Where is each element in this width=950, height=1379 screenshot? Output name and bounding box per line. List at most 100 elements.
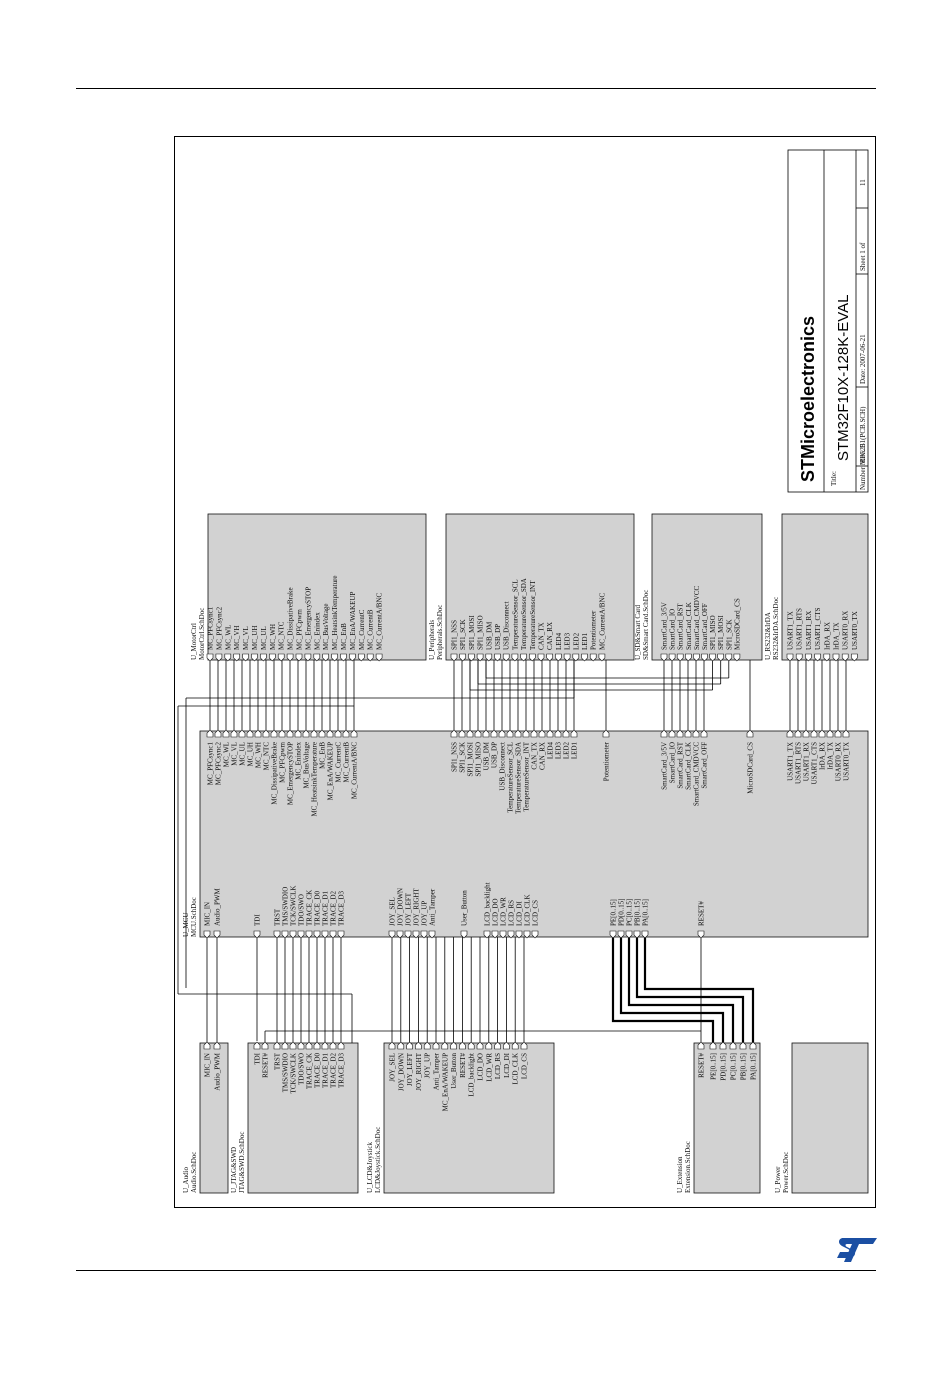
bottom-rule <box>76 1270 876 1271</box>
pin-label: USART1_RTS <box>795 742 803 784</box>
pin-label: TMS/SWDIO <box>282 887 290 926</box>
block-file: LCD&Joystick.SchDoc <box>374 1127 382 1193</box>
pin-label: TRACE_D0 <box>314 891 322 927</box>
sheet-entry <box>474 729 482 738</box>
pin-label: USART1_CTS <box>811 742 819 784</box>
sheet-entry <box>337 930 345 939</box>
sheet-entry <box>818 729 826 738</box>
pin-label: JOY_DOWN <box>397 1053 405 1091</box>
sheet-entry <box>554 729 562 738</box>
block-file: Peripherals.SchDoc <box>436 605 444 660</box>
block-file: JTAG&SWD.SchDoc <box>238 1132 246 1193</box>
sheet-entry <box>507 930 515 939</box>
sheet-entry <box>531 930 539 939</box>
pin-label: TemperatureSensor_SDA <box>515 742 523 814</box>
pin-label: USART1_CTS <box>814 608 822 650</box>
pin-label: SPI1_NSS <box>451 620 459 650</box>
pin-label: TRACE_D1 <box>322 1053 330 1089</box>
pin-label: TDO/SWO <box>298 1053 306 1085</box>
pin-label: LCD_RS <box>508 900 516 926</box>
pin-label: MC_NTC <box>278 621 286 650</box>
sheet-entry <box>660 729 668 738</box>
sheet-entry <box>538 729 546 738</box>
pin-label: MC_EnA/WAKEUP <box>441 1053 449 1111</box>
sheet-entry <box>295 653 303 662</box>
pin-label: SPI1_MISO <box>709 615 717 650</box>
sheet-entry <box>660 653 668 662</box>
sheet-entry <box>450 729 458 738</box>
pin-label: User_Button <box>450 1053 458 1089</box>
pin-label: TRACE_D0 <box>314 1053 322 1089</box>
pin-label: MC_CurrentB <box>367 609 375 650</box>
sheet-entry <box>511 653 519 662</box>
pin-label: Potentiometer <box>590 610 598 650</box>
sheet-entry <box>494 653 501 662</box>
sheet-entry <box>254 729 262 738</box>
sheet-entry <box>520 653 527 662</box>
pin-label: CAN_TX <box>531 742 539 770</box>
pin-label: MIC_IN <box>204 902 212 926</box>
sheet-entry <box>851 653 858 662</box>
pin-label: Anti_Tamper <box>433 1052 441 1090</box>
sheet-entry <box>503 1041 510 1050</box>
pin-label: TemperatureSensor_INT <box>523 741 531 811</box>
sheet-entry <box>302 729 310 738</box>
pin-label: JOY_SEL <box>389 897 397 926</box>
sheet-entry <box>515 930 523 939</box>
sheet-entry <box>450 1041 457 1050</box>
pin-label: TDI <box>254 914 262 926</box>
sheet-entry <box>278 729 286 738</box>
block-extension <box>693 1042 761 1194</box>
pin-label: USB_DP <box>494 624 502 650</box>
pin-label: LCD_CLK <box>512 1053 520 1085</box>
pin-label: MC_EnB <box>319 742 327 769</box>
sheet-entry <box>562 729 570 738</box>
pin-label: LCD_backlight <box>484 882 492 926</box>
pin-label: LCD_DI <box>516 900 524 926</box>
pin-label: IrDA_TX <box>827 742 835 770</box>
pin-label: USART1_TX <box>787 611 795 650</box>
sheet-entry <box>581 653 588 662</box>
sheet-entry <box>203 930 211 939</box>
sheet-entry <box>305 930 313 939</box>
sheet-entry <box>555 653 562 662</box>
pin-label: IrDA_RX <box>819 742 827 770</box>
sheet-entry <box>499 930 507 939</box>
pin-label: MC_HeatsinkTemperature <box>331 575 339 650</box>
pin-label: User_Button <box>461 890 469 926</box>
pin-label: SmartCard_3/5V <box>661 742 669 790</box>
sheet-entry <box>482 729 490 738</box>
block-file: RS232&IrDA.SchDoc <box>772 597 780 660</box>
company-name: STMicroelectronics <box>798 316 818 482</box>
pin-label: SPI1_MISO <box>475 742 483 777</box>
pin-label: TMS/SWDIO <box>282 1053 290 1092</box>
pin-label: USART1_RTS <box>796 608 804 650</box>
title-label: Title: <box>830 471 838 486</box>
pin-label: SPI1_SCK <box>459 619 467 650</box>
doc-revision: Rev: B1(PCB.SCH) <box>859 406 867 463</box>
sheet-entry <box>224 653 232 662</box>
title-block-frame <box>787 149 869 493</box>
sheet-entry <box>676 653 684 662</box>
pin-label: MC_EmergencySTOP <box>287 742 295 805</box>
pin-label: JOY_LEFT <box>406 1052 414 1086</box>
sheet-entry <box>253 930 261 939</box>
pin-label: MC_CurrentC <box>358 609 366 650</box>
sheet-entry <box>388 1041 396 1050</box>
pin-label: TRACE_D3 <box>338 1053 346 1089</box>
pin-label: PD[0..15] <box>618 898 626 926</box>
sheet-entry <box>668 729 676 738</box>
sheet-entry <box>589 653 597 662</box>
sheet-entry <box>459 653 466 662</box>
sheet-entry <box>746 729 754 738</box>
pin-label: USART1_RX <box>803 742 811 781</box>
sheet-entry <box>530 729 538 738</box>
sheet-entry <box>685 653 692 662</box>
sheet-entry <box>498 729 506 738</box>
pin-label: LCD_CS <box>532 900 540 926</box>
sheet-entry <box>281 1041 289 1050</box>
sheet-entry <box>289 1041 297 1050</box>
sheet-entry <box>262 729 270 738</box>
sheet-entry <box>215 653 223 662</box>
